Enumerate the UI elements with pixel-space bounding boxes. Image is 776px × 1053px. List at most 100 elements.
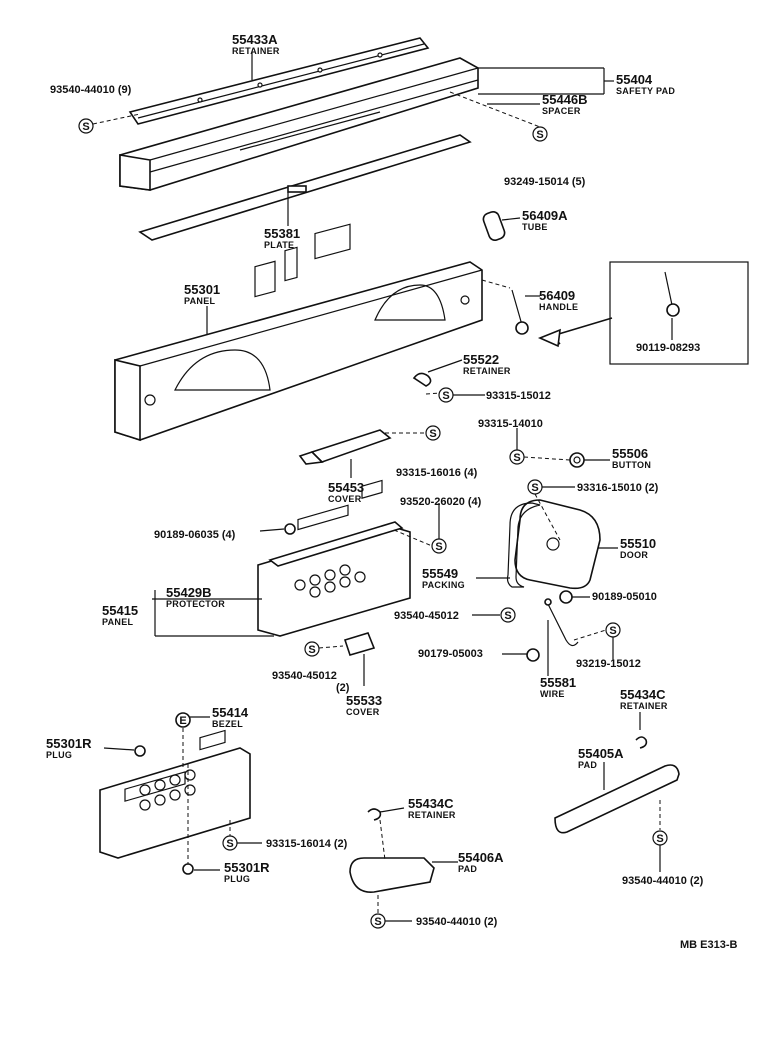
part-55510-name: DOOR: [620, 550, 648, 560]
part-55415-name: PANEL: [102, 617, 134, 627]
part-55415-number: 55415: [102, 603, 138, 618]
part-55433a-number: 55433A: [232, 32, 278, 47]
part-55414-name: BEZEL: [212, 719, 243, 729]
footer-code: MB E313-B: [680, 939, 738, 951]
svg-text:S: S: [374, 916, 381, 928]
svg-text:S: S: [429, 428, 436, 440]
svg-text:S: S: [504, 610, 511, 622]
plate-55381-drawing: [138, 134, 472, 241]
part-93315-16014: 93315-16014 (2): [266, 838, 348, 850]
retainer-55433a-drawing: [128, 37, 430, 125]
part-55381-number: 55381: [264, 226, 300, 241]
safety-pad-55404-drawing: [119, 57, 479, 191]
part-93540-44010-9: 93540-44010 (9): [50, 84, 132, 96]
screw-symbol: S: [425, 425, 441, 441]
screw-symbol: S: [78, 118, 94, 134]
part-55301r-a-number: 55301R: [46, 736, 92, 751]
part-93540-45012-b-qty: (2): [336, 682, 350, 694]
part-90189-06035: 90189-06035 (4): [154, 529, 236, 541]
part-90119-08293: 90119-08293: [636, 342, 700, 354]
part-55301-number: 55301: [184, 282, 220, 297]
part-93540-44010-2a: 93540-44010 (2): [622, 875, 704, 887]
part-55522-name: RETAINER: [463, 366, 511, 376]
screw-symbol: S: [527, 479, 543, 495]
part-93316-15010: 93316-15010 (2): [577, 482, 659, 494]
part-55301r-a-name: PLUG: [46, 750, 72, 760]
svg-text:S: S: [226, 838, 233, 850]
svg-text:S: S: [82, 121, 89, 133]
screw-symbol: S: [304, 641, 320, 657]
part-55429b-number: 55429B: [166, 585, 212, 600]
button-55506-drawing: [569, 452, 585, 468]
part-55506-number: 55506: [612, 446, 648, 461]
svg-text:S: S: [536, 129, 543, 141]
part-55446b-number: 55446B: [542, 92, 588, 107]
part-90189-05010: 90189-05010: [592, 591, 657, 603]
part-55404-number: 55404: [616, 72, 653, 87]
svg-text:S: S: [609, 625, 616, 637]
retainer-55522-drawing: [412, 372, 432, 387]
part-55506-name: BUTTON: [612, 460, 651, 470]
part-55301-name: PANEL: [184, 296, 216, 306]
svg-text:S: S: [656, 833, 663, 845]
screw-symbol: S: [500, 607, 516, 623]
part-labels: 55433A RETAINER 93540-44010 (9) 55404 SA…: [46, 32, 738, 951]
part-93315-16016: 93315-16016 (4): [396, 467, 478, 479]
part-55405a-number: 55405A: [578, 746, 624, 761]
part-93249-15014: 93249-15014 (5): [504, 176, 586, 188]
part-56409a-number: 56409A: [522, 208, 568, 223]
cover-55533-drawing: [343, 632, 376, 656]
pad-55405a-drawing: [554, 736, 680, 834]
pad-55406a-drawing: [349, 808, 435, 893]
bezel-55414-drawing: E: [99, 712, 251, 875]
part-93315-14010: 93315-14010: [478, 418, 543, 430]
part-55510-number: 55510: [620, 536, 656, 551]
part-93540-45012-b: 93540-45012: [272, 670, 337, 682]
part-55549-number: 55549: [422, 566, 458, 581]
part-56409-number: 56409: [539, 288, 575, 303]
svg-text:S: S: [442, 390, 449, 402]
screw-symbol: S: [370, 913, 386, 929]
leader-lines: [92, 52, 673, 922]
panel-55415-drawing: [257, 479, 411, 637]
screw-symbol: S: [652, 830, 668, 846]
screw-symbol: S: [605, 622, 621, 638]
svg-text:S: S: [513, 452, 520, 464]
part-56409-name: HANDLE: [539, 302, 578, 312]
door-55510-drawing: [506, 499, 601, 590]
bezel-symbol: E: [179, 715, 186, 727]
part-93520-26020: 93520-26020 (4): [400, 496, 482, 508]
inset-box: [537, 261, 749, 365]
part-93315-15012: 93315-15012: [486, 390, 551, 402]
tube-56409a-drawing: [482, 210, 506, 242]
part-55381-name: PLATE: [264, 240, 294, 250]
part-55453-name: COVER: [328, 494, 362, 504]
part-55453-number: 55453: [328, 480, 364, 495]
part-55406a-name: PAD: [458, 864, 477, 874]
part-93540-44010-2b: 93540-44010 (2): [416, 916, 498, 928]
part-93219-15012: 93219-15012: [576, 658, 641, 670]
part-55522-number: 55522: [463, 352, 499, 367]
cover-55453-drawing: [298, 429, 392, 465]
part-55434c-a-name: RETAINER: [620, 701, 668, 711]
part-55434c-a-number: 55434C: [620, 687, 666, 702]
screw-symbol: S: [431, 538, 447, 554]
part-55581-name: WIRE: [540, 689, 565, 699]
part-55446b-name: SPACER: [542, 106, 581, 116]
handle-56409-drawing: [511, 289, 529, 335]
svg-text:S: S: [308, 644, 315, 656]
part-55434c-b-number: 55434C: [408, 796, 454, 811]
part-55405a-name: PAD: [578, 760, 597, 770]
part-90179-05003: 90179-05003: [418, 648, 483, 660]
part-93540-45012-a: 93540-45012: [394, 610, 459, 622]
screw-symbol: S: [532, 126, 548, 142]
part-55414-number: 55414: [212, 705, 249, 720]
panel-55301-drawing: [114, 223, 483, 442]
part-55301r-b-name: PLUG: [224, 874, 250, 884]
part-55406a-number: 55406A: [458, 850, 504, 865]
screw-symbol: S: [222, 835, 238, 851]
part-55429b-name: PROTECTOR: [166, 599, 225, 609]
svg-text:S: S: [531, 482, 538, 494]
